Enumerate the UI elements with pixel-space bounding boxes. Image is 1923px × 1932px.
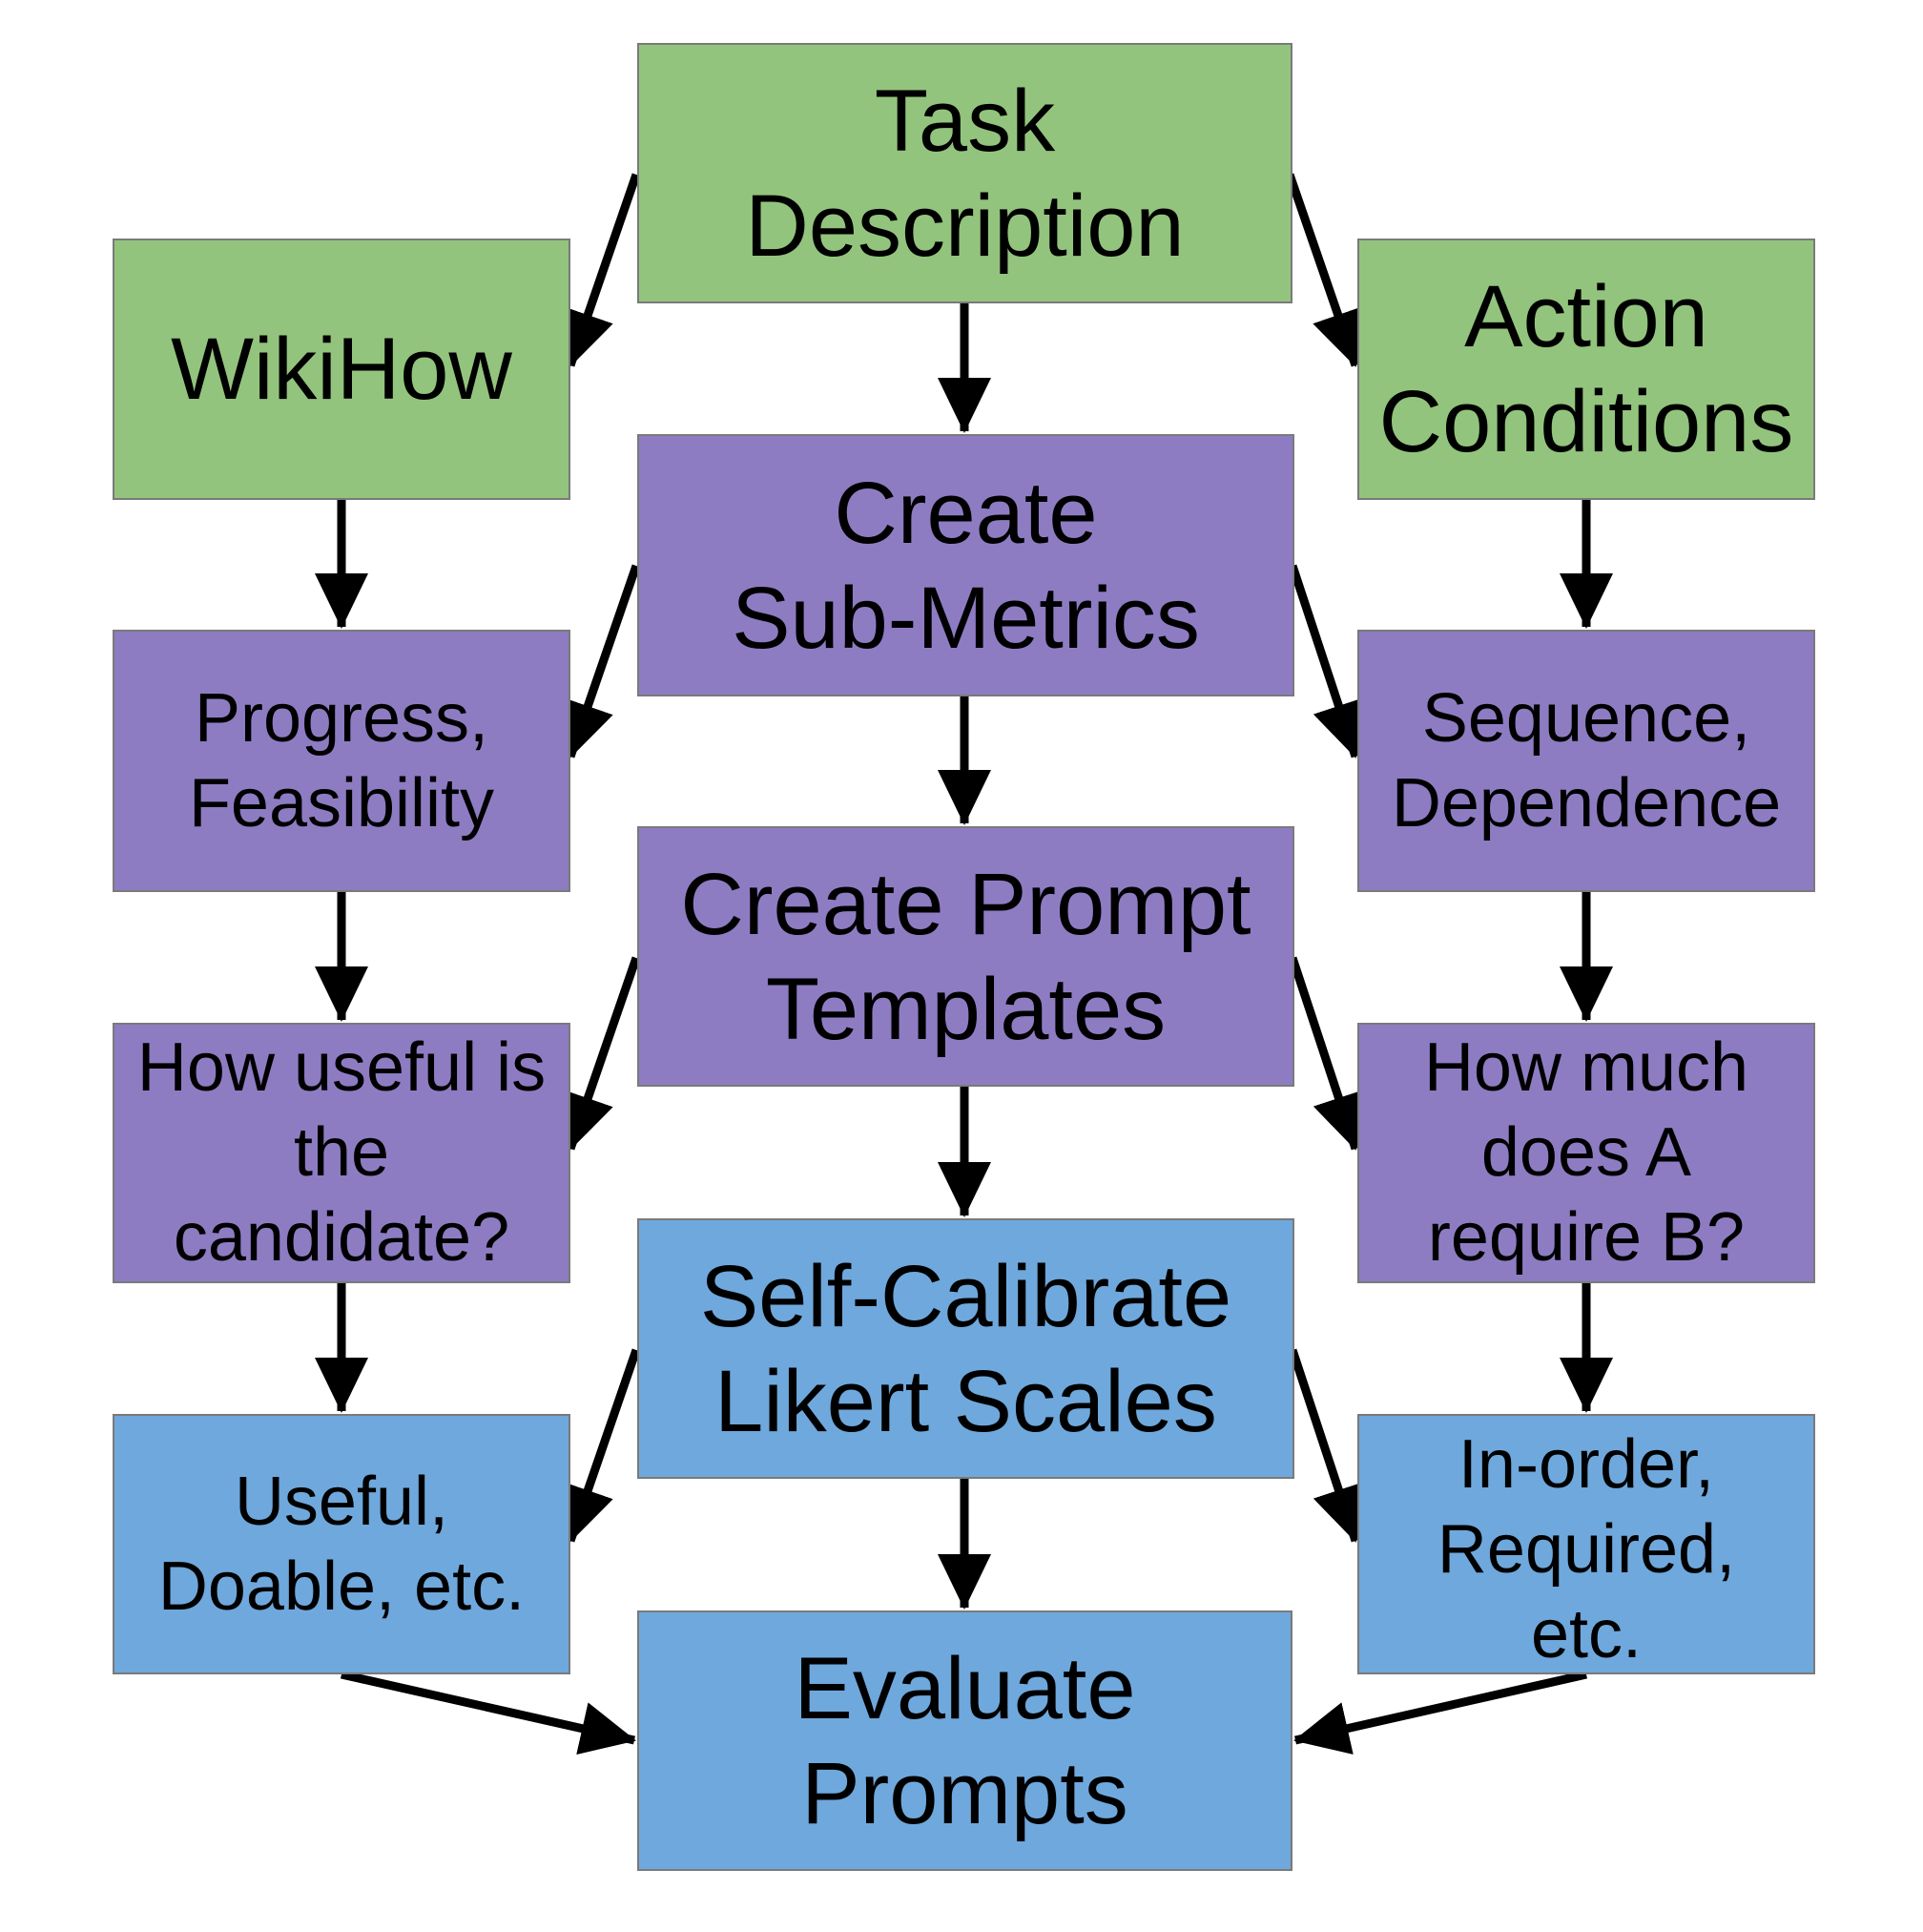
node-self-calibrate-label: Self-Calibrate Likert Scales <box>699 1247 1232 1450</box>
edge-task-to-action <box>1285 173 1364 367</box>
node-action-conditions: Action Conditions <box>1357 239 1815 500</box>
node-how-much-require: How much does A require B? <box>1357 1023 1815 1283</box>
node-task-description: Task Description <box>637 43 1292 303</box>
edge-prompt-to-howmuch <box>1288 956 1365 1151</box>
edge-likert-to-inorder <box>1288 1348 1365 1543</box>
edge-likert-to-useful <box>562 1348 641 1543</box>
edge-task-to-wikihow <box>562 173 641 367</box>
node-wikihow-label: WikiHow <box>171 321 512 418</box>
node-inorder-required: In-order, Required, etc. <box>1357 1414 1815 1674</box>
node-sequence-dependence: Sequence, Dependence <box>1357 630 1815 892</box>
node-wikihow: WikiHow <box>113 239 570 500</box>
node-how-useful-label: How useful is the candidate? <box>136 1029 547 1276</box>
node-how-much-require-label: How much does A require B? <box>1423 1029 1749 1276</box>
node-create-prompt-templates-label: Create Prompt Templates <box>680 855 1251 1058</box>
edge-submetrics-to-sequence <box>1288 564 1365 758</box>
node-create-prompt-templates: Create Prompt Templates <box>637 826 1294 1087</box>
edge-useful-to-evaluate <box>341 1670 636 1755</box>
node-task-description-label: Task Description <box>745 72 1185 275</box>
node-evaluate-prompts: Evaluate Prompts <box>637 1610 1292 1871</box>
node-useful-doable: Useful, Doable, etc. <box>113 1414 570 1674</box>
node-action-conditions-label: Action Conditions <box>1378 268 1794 470</box>
edge-inorder-to-evaluate <box>1293 1670 1587 1755</box>
node-progress-feasibility: Progress, Feasibility <box>113 630 570 892</box>
node-create-sub-metrics: Create Sub-Metrics <box>637 434 1294 696</box>
node-evaluate-prompts-label: Evaluate Prompts <box>794 1639 1136 1842</box>
node-sequence-dependence-label: Sequence, Dependence <box>1391 679 1782 841</box>
node-progress-feasibility-label: Progress, Feasibility <box>188 679 495 841</box>
node-useful-doable-label: Useful, Doable, etc. <box>157 1463 526 1625</box>
node-inorder-required-label: In-order, Required, etc. <box>1437 1426 1736 1672</box>
node-create-sub-metrics-label: Create Sub-Metrics <box>732 464 1200 667</box>
node-self-calibrate: Self-Calibrate Likert Scales <box>637 1218 1294 1479</box>
edge-submetrics-to-progress <box>562 564 641 758</box>
node-how-useful: How useful is the candidate? <box>113 1023 570 1283</box>
edge-prompt-to-howuseful <box>562 956 641 1151</box>
